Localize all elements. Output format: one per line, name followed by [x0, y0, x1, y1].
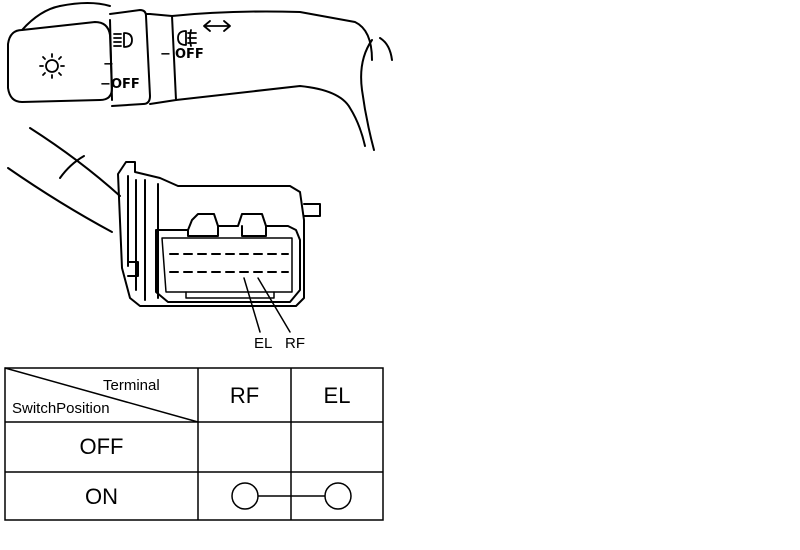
continuity-marks	[231, 482, 352, 510]
low-beam-icon	[113, 32, 133, 48]
pin-label-el: EL	[254, 335, 273, 352]
table-header-switch-position: SwitchPosition	[12, 400, 110, 417]
foglamp-off-label: OFF	[175, 47, 204, 62]
pin-label-rf: RF	[285, 335, 305, 352]
continuity-terminal-circle	[231, 482, 259, 510]
connector-pins	[169, 253, 289, 273]
lighting-switch-lever	[7, 2, 393, 151]
row-label-on: ON	[85, 484, 118, 509]
pin-leader-lines	[243, 277, 291, 333]
headlamp-off-label: OFF	[111, 77, 140, 92]
column-header-rf: RF	[229, 383, 260, 408]
foglamp-off-mark: −	[160, 47, 171, 62]
table-header-terminal: Terminal	[103, 377, 160, 394]
headlamp-icon	[39, 53, 65, 79]
header-diagonal	[4, 367, 199, 423]
headlamp-off-mark: −	[100, 77, 111, 92]
continuity-terminal-circle	[324, 482, 352, 510]
fog-lamp-icon	[177, 29, 197, 47]
headlamp-position-mark: −	[103, 57, 114, 72]
row-label-off: OFF	[79, 434, 124, 459]
connector-body	[7, 127, 321, 307]
double-arrow-icon	[203, 20, 231, 32]
column-header-el: EL	[323, 383, 351, 408]
continuity-table	[4, 367, 384, 521]
